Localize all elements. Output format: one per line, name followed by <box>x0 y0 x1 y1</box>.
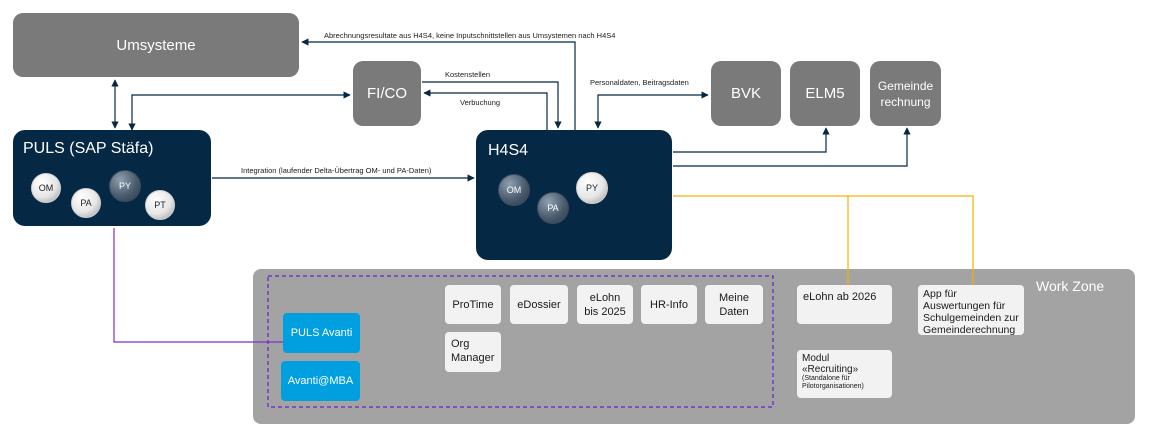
gemeinderechnung-box: Gemeinde rechnung <box>870 61 941 126</box>
fico-label: FI/CO <box>367 85 407 102</box>
tile-meine-daten[interactable]: Meine Daten <box>705 285 763 324</box>
tile-edossier[interactable]: eDossier <box>510 285 568 324</box>
tile-modul-recruiting[interactable]: Modul «Recruiting» (Standalone für Pilot… <box>797 350 892 398</box>
edge-personaldaten <box>594 91 709 129</box>
tile-modul-line4: Pilotorganisationen) <box>802 383 864 390</box>
puls-box: PULS (SAP Stäfa) OM PA PY PT <box>13 130 211 226</box>
umsysteme-label: Umsysteme <box>116 36 196 54</box>
tile-meine-line1: Meine <box>719 291 749 304</box>
puls-module-py: PY <box>109 170 141 202</box>
puls-avanti-button[interactable]: PULS Avanti <box>283 313 360 353</box>
tile-protime[interactable]: ProTime <box>445 285 501 324</box>
tile-elohn-line1: eLohn <box>589 291 621 304</box>
tile-hrinfo-label: HR-Info <box>650 298 688 311</box>
work-zone-label: Work Zone <box>1036 278 1105 294</box>
tile-app-line1: App für <box>923 288 957 300</box>
tile-app-line2: Auswertungen für <box>923 300 1006 312</box>
label-integration: Integration (laufender Delta-Übertrag OM… <box>241 166 432 175</box>
gemeinde-line1: Gemeinde <box>877 78 934 93</box>
tile-elohn-line2: bis 2025 <box>584 305 626 318</box>
tile-hrinfo[interactable]: HR-Info <box>641 285 697 324</box>
tile-modul-line3: (Standalone für <box>802 375 850 382</box>
tile-meine-line2: Daten <box>719 305 749 318</box>
edge-h4s4-elm5 <box>673 127 830 153</box>
puls-module-pt: PT <box>145 190 175 220</box>
h4s4-module-pa: PA <box>537 192 569 224</box>
h4s4-module-py: PY <box>576 172 608 204</box>
label-kostenstellen: Kostenstellen <box>445 70 491 79</box>
puls-avanti-label: PULS Avanti <box>290 327 353 339</box>
tile-app-line4: Gemeinderechnung <box>923 324 1016 336</box>
h4s4-module-om: OM <box>498 174 530 206</box>
label-verbuchung: Verbuchung <box>460 98 501 107</box>
tile-modul-line1: Modul <box>802 353 830 364</box>
edge-h4s4-umsysteme <box>301 38 576 130</box>
tile-app-line3: Schulgemeinden zur <box>923 312 1019 324</box>
avanti-mba-button[interactable]: Avanti@MBA <box>281 361 360 401</box>
elm5-label: ELM5 <box>805 85 845 102</box>
puls-title: PULS (SAP Stäfa) <box>23 140 154 157</box>
tile-org-line2: Manager <box>451 352 495 364</box>
tile-edossier-label: eDossier <box>517 298 561 311</box>
label-personaldaten: Personaldaten, Beitragsdaten <box>590 78 689 87</box>
avanti-mba-label: Avanti@MBA <box>287 375 354 387</box>
fico-box: FI/CO <box>353 61 421 126</box>
h4s4-title: H4S4 <box>488 142 529 159</box>
tile-modul-line2: «Recruiting» <box>802 364 859 375</box>
h4s4-box: H4S4 OM PA PY <box>476 130 672 260</box>
edge-puls-fico <box>128 91 351 131</box>
tile-org-line1: Org <box>451 338 470 350</box>
bvk-label: BVK <box>730 85 761 102</box>
elm5-box: ELM5 <box>790 61 860 126</box>
tile-elohn-2025[interactable]: eLohn bis 2025 <box>577 285 633 324</box>
gemeinde-line2: rechnung <box>880 94 931 109</box>
label-abrechnung: Abrechnungsresultate aus H4S4, keine Inp… <box>324 31 616 40</box>
umsysteme-box: Umsysteme <box>13 13 299 77</box>
tile-elohn-2026[interactable]: eLohn ab 2026 <box>797 285 892 324</box>
tile-elohn2026-label: eLohn ab 2026 <box>803 291 877 303</box>
bvk-box: BVK <box>711 61 781 126</box>
tile-org-manager[interactable]: Org Manager <box>445 332 501 372</box>
puls-module-om: OM <box>31 173 61 203</box>
tile-protime-label: ProTime <box>452 298 494 311</box>
tile-app-auswertungen[interactable]: App für Auswertungen für Schulgemeinden … <box>918 285 1024 336</box>
puls-module-pa: PA <box>71 188 101 218</box>
edge-h4s4-gemeinde <box>673 127 911 167</box>
